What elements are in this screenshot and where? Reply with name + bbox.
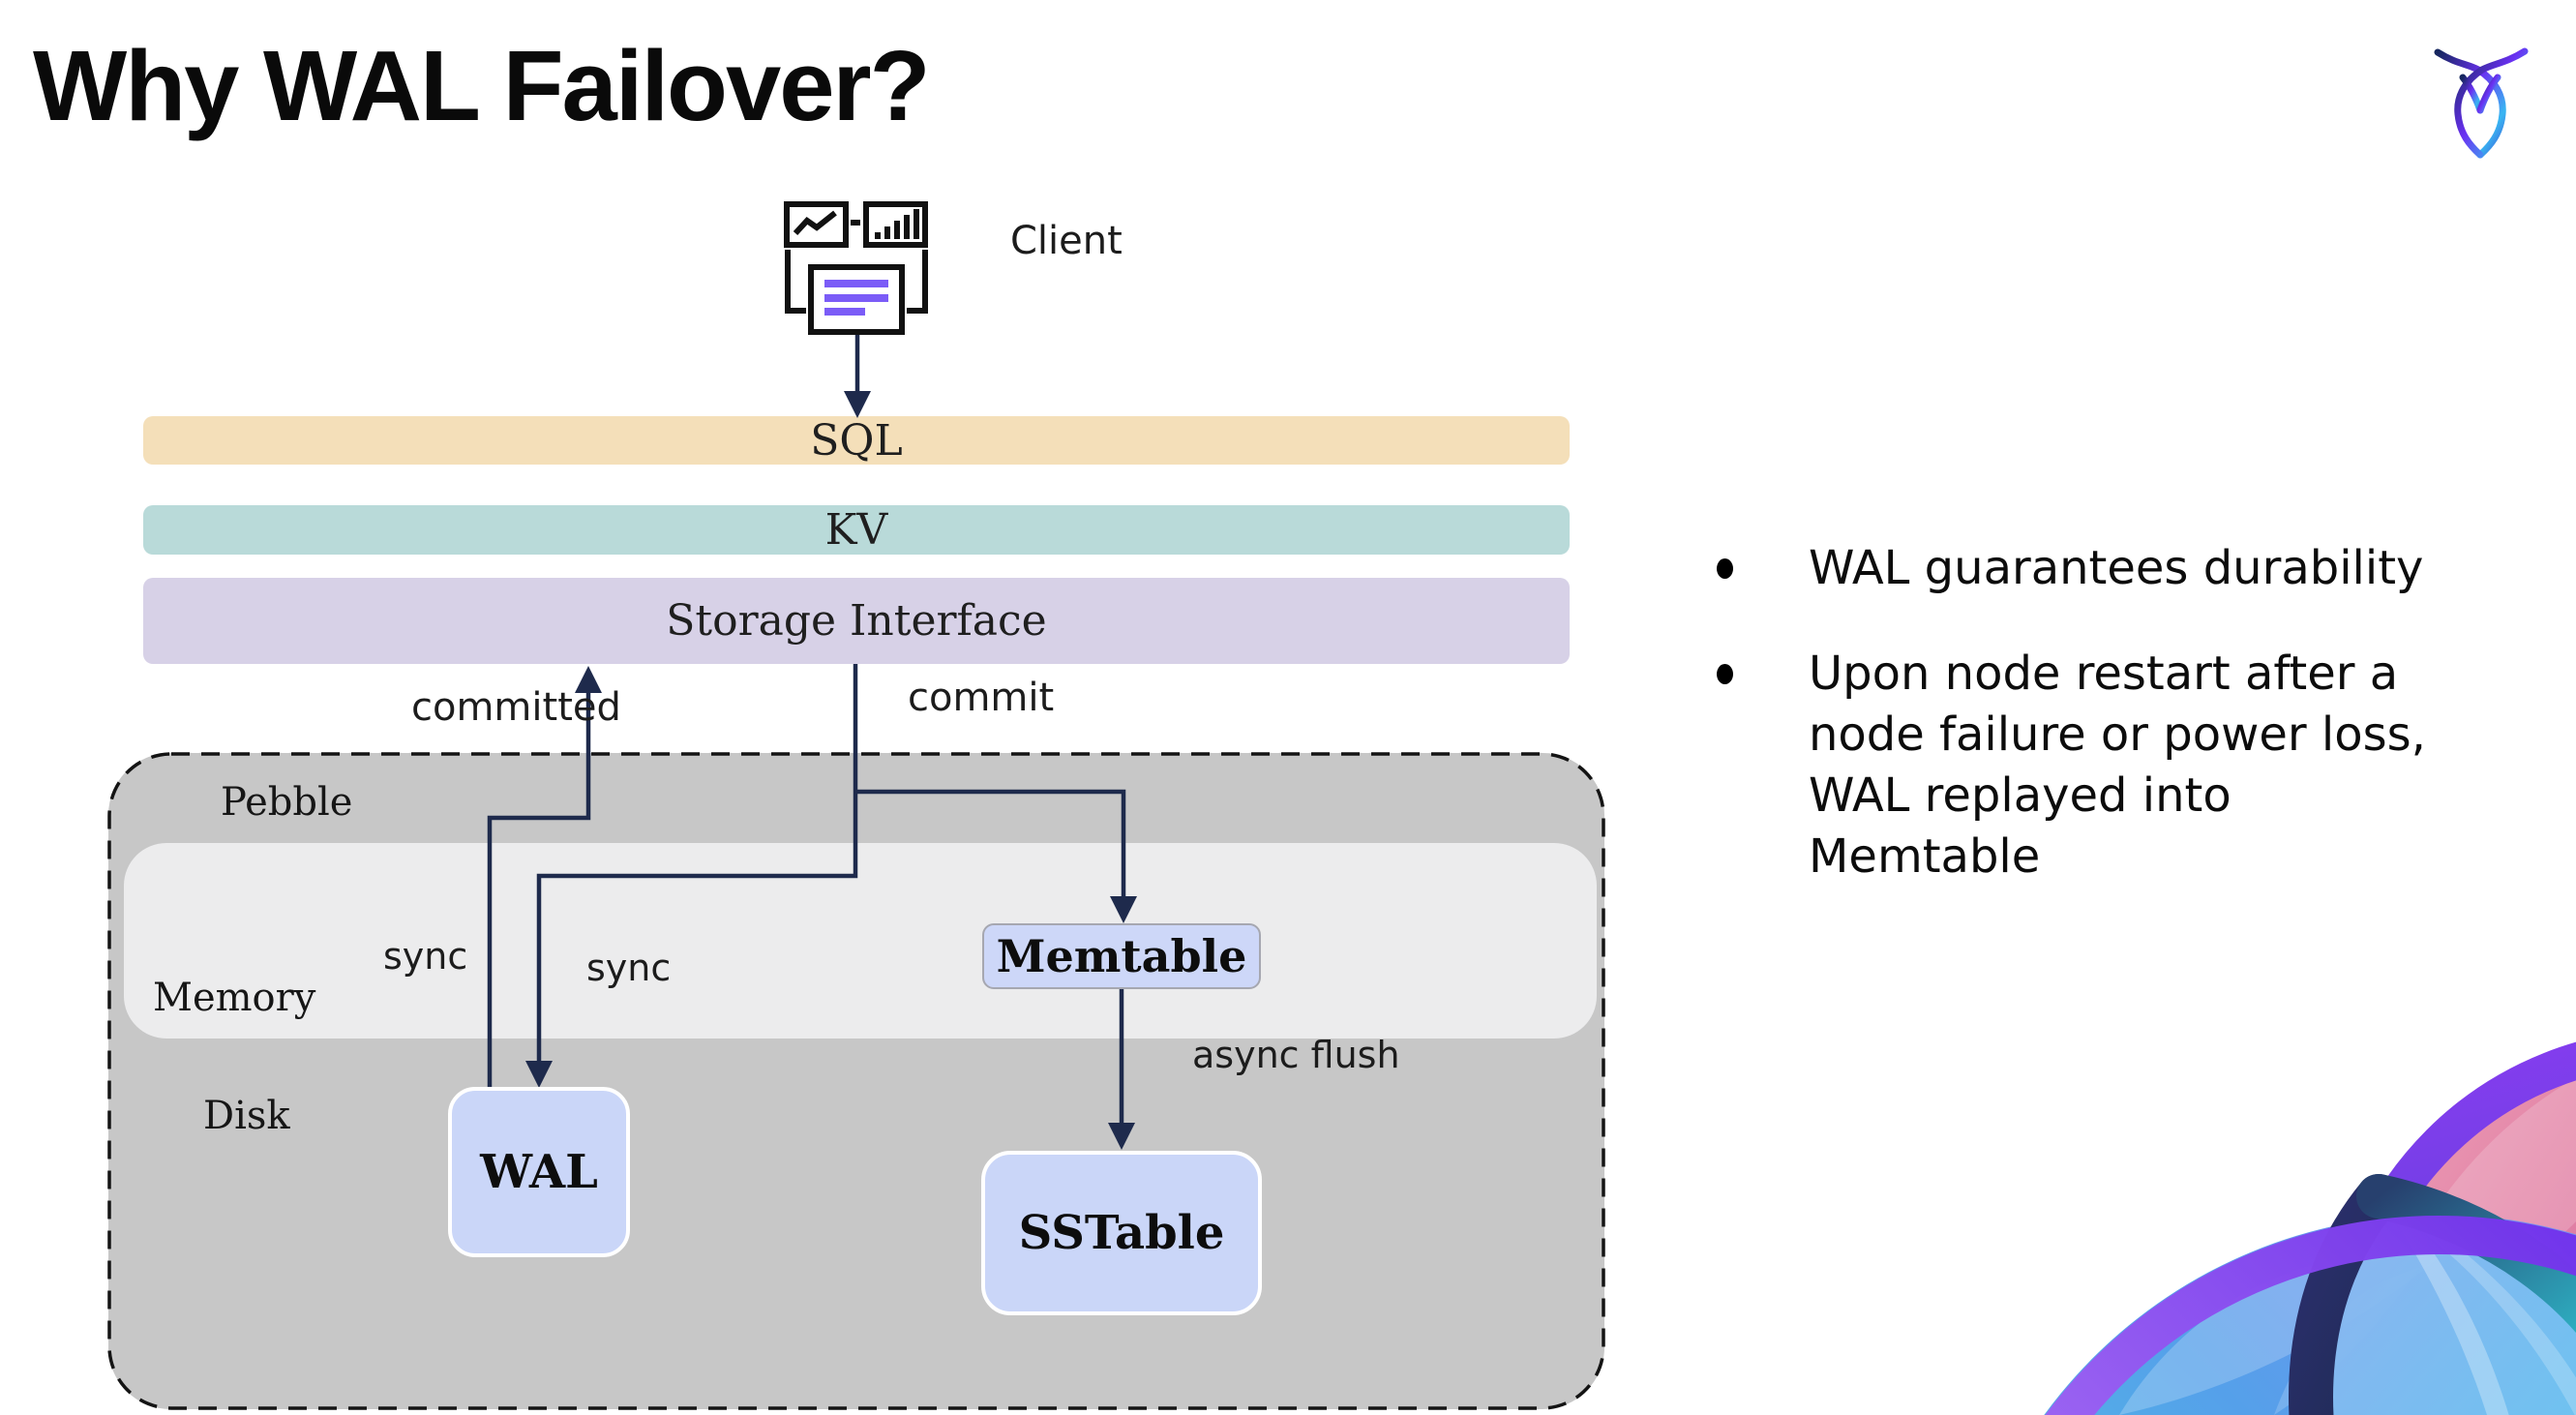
wal-label: WAL	[480, 1145, 598, 1199]
layer-kv-label: KV	[824, 505, 888, 555]
bullet-dot	[1717, 558, 1733, 579]
memtable-box: Memtable	[982, 923, 1261, 989]
bullet-list: WAL guarantees durability Upon node rest…	[1699, 538, 2551, 932]
edge-sync-left-label: sync	[383, 935, 468, 978]
brand-corner-art	[1984, 968, 2576, 1415]
wal-box: WAL	[448, 1087, 630, 1257]
edge-sync-right-label: sync	[586, 947, 672, 989]
layer-sql-label: SQL	[810, 415, 903, 466]
memory-band	[124, 843, 1597, 1039]
list-item: Upon node restart after a node failure o…	[1699, 644, 2551, 888]
bullet-dot	[1717, 664, 1733, 684]
list-item: WAL guarantees durability	[1699, 538, 2551, 599]
layer-storage-interface-bar: Storage Interface	[143, 578, 1570, 664]
client-workstation-icon	[779, 194, 934, 339]
layer-storage-interface-label: Storage Interface	[666, 596, 1047, 646]
sstable-label: SSTable	[1018, 1206, 1225, 1260]
page-title: Why WAL Failover?	[33, 30, 931, 141]
memtable-label: Memtable	[996, 930, 1247, 982]
bullet-text: WAL guarantees durability	[1809, 541, 2424, 595]
memory-label: Memory	[153, 976, 316, 1020]
edge-async-flush-label: async flush	[1192, 1034, 1400, 1076]
layer-sql-bar: SQL	[143, 415, 1570, 466]
layer-kv-bar: KV	[143, 505, 1570, 555]
pebble-label: Pebble	[221, 780, 353, 825]
edge-commit-label: commit	[908, 676, 1055, 720]
bullet-text: Upon node restart after a node failure o…	[1809, 647, 2426, 884]
sstable-box: SSTable	[981, 1151, 1262, 1315]
edge-committed-label: committed	[411, 685, 621, 730]
client-label: Client	[1010, 219, 1123, 263]
disk-label: Disk	[203, 1094, 290, 1138]
cockroachdb-logo-icon	[2431, 41, 2531, 163]
